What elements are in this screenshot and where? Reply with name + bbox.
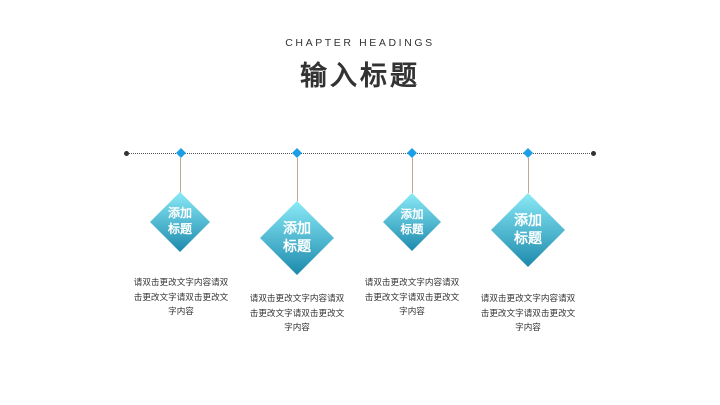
diamond-heading-3[interactable]: 添加标题	[383, 193, 441, 251]
connector-line	[180, 158, 181, 193]
diamond-heading-4[interactable]: 添加标题	[491, 193, 565, 267]
timeline-marker-icon	[523, 148, 533, 158]
page-title: 输入标题	[300, 61, 420, 92]
item-description-2: 请双击更改文字内容请双击更改文字请双击更改文字内容	[249, 294, 345, 333]
connector-line	[297, 158, 298, 201]
timeline-end-dot	[591, 151, 596, 156]
diamond-heading-1[interactable]: 添加标题	[150, 192, 210, 252]
diamond-label: 添加标题	[514, 212, 542, 247]
chapter-subtitle: CHAPTER HEADINGS	[285, 37, 435, 49]
item-description-4: 请双击更改文字内容请双击更改文字请双击更改文字内容	[480, 294, 576, 333]
connector-line	[528, 158, 529, 193]
item-description-1: 请双击更改文字内容请双击更改文字请双击更改文字内容	[133, 278, 229, 317]
diamond-label: 添加标题	[400, 207, 424, 236]
timeline-marker-icon	[292, 148, 302, 158]
diamond-label: 添加标题	[283, 220, 311, 255]
timeline-start-dot	[124, 151, 129, 156]
timeline-marker-icon	[407, 148, 417, 158]
timeline-line	[126, 153, 594, 154]
item-description-3: 请双击更改文字内容请双击更改文字请双击更改文字内容	[364, 278, 460, 317]
connector-line	[412, 158, 413, 193]
diamond-heading-2[interactable]: 添加标题	[260, 201, 334, 275]
timeline-marker-icon	[176, 148, 186, 158]
diamond-label: 添加标题	[167, 206, 192, 236]
